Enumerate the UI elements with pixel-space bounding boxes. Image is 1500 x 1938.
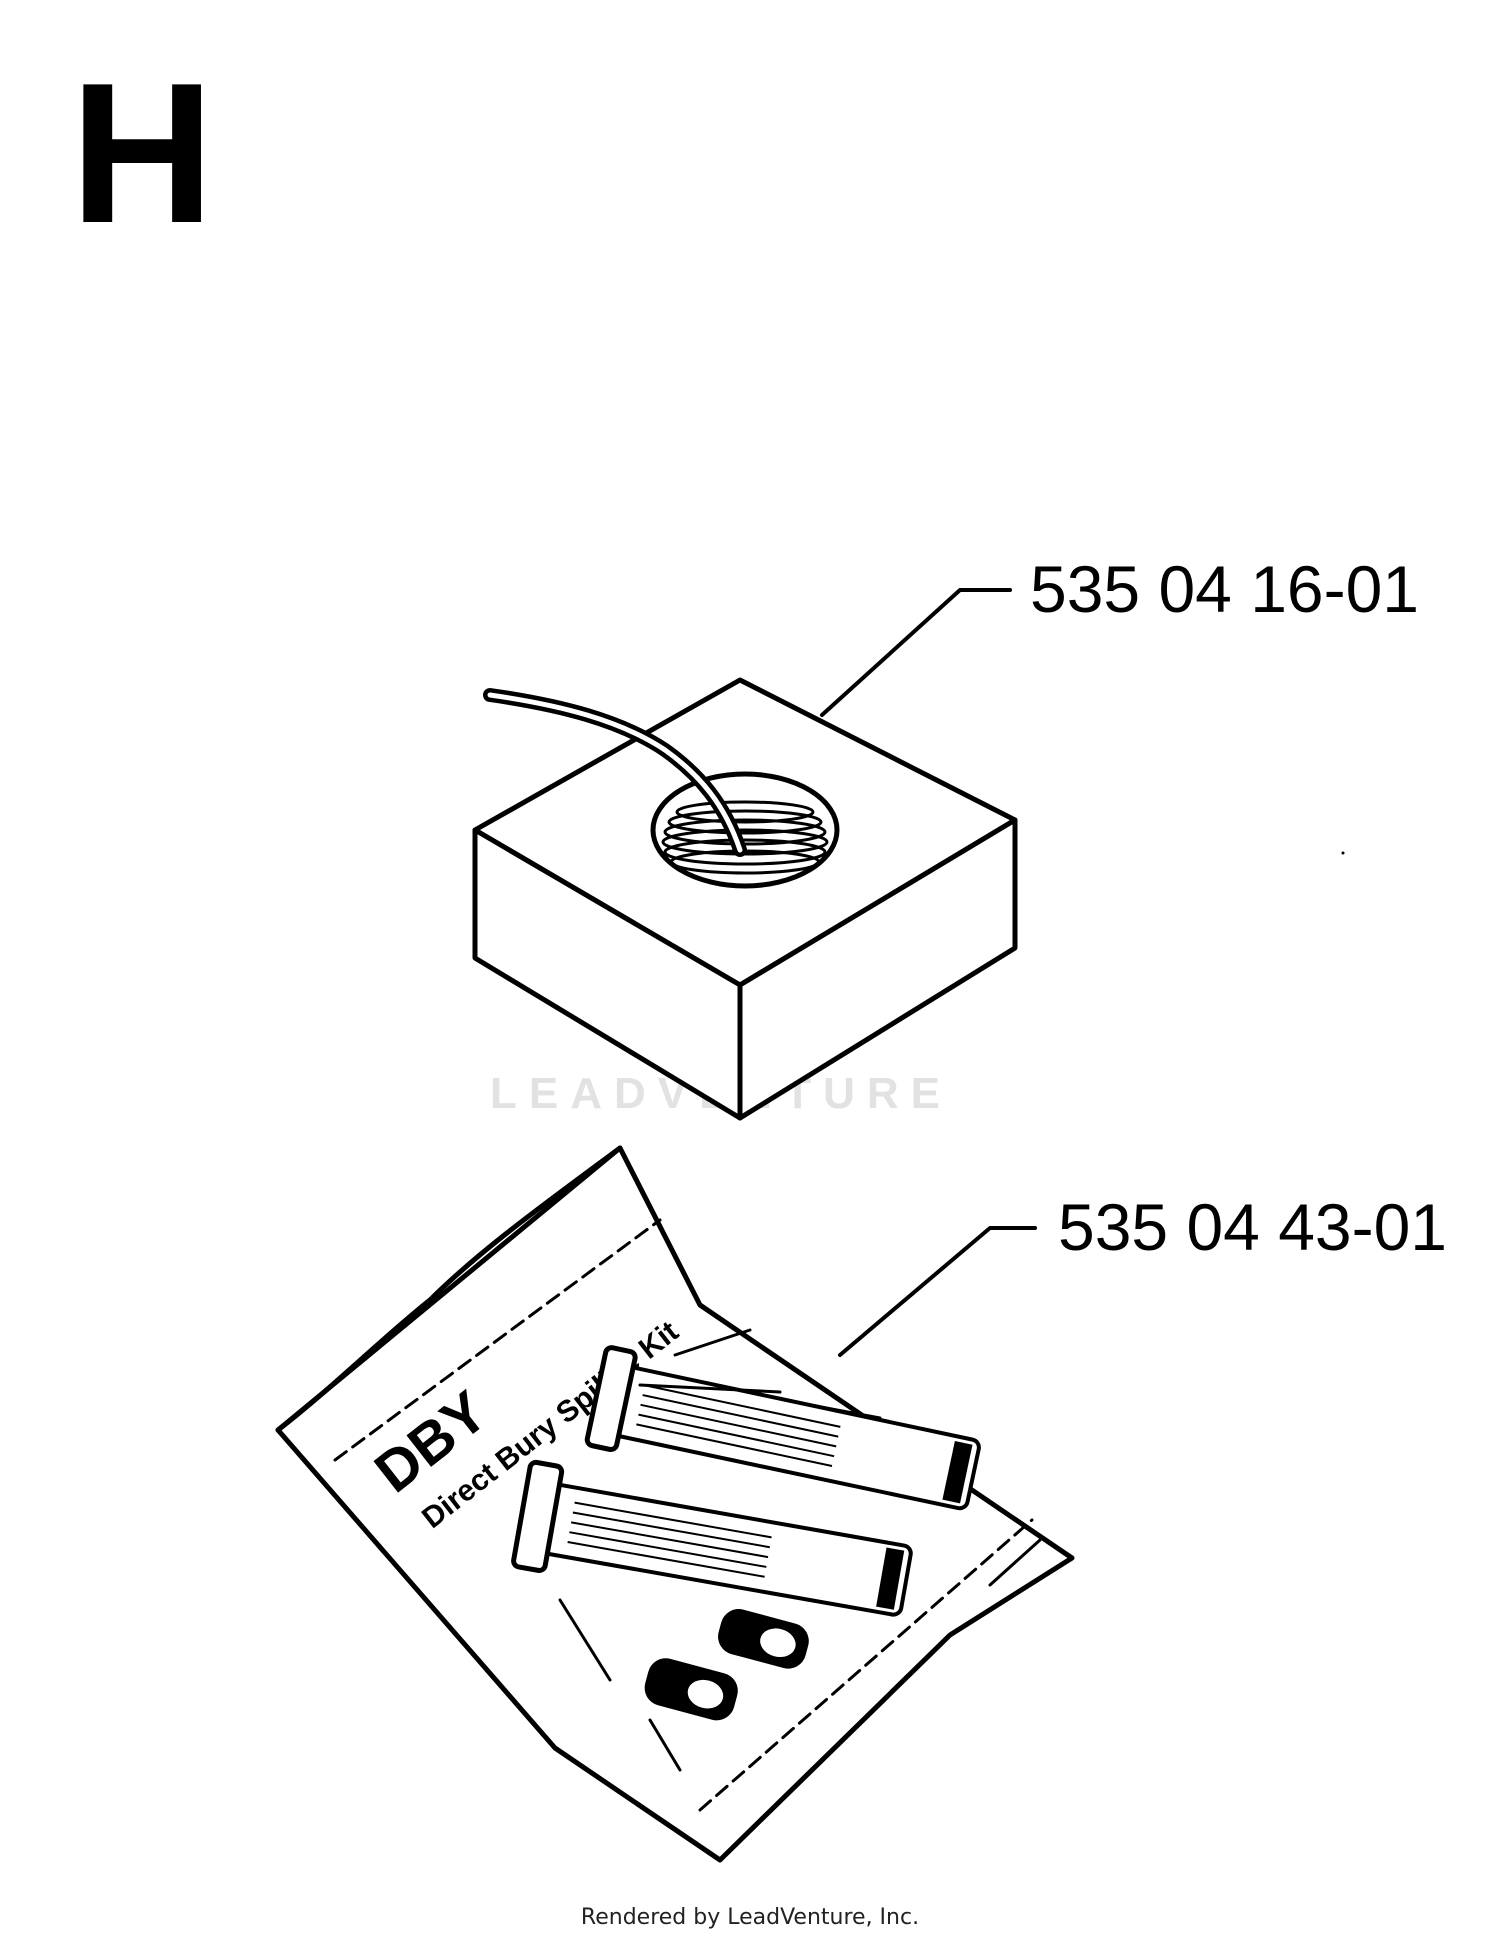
stray-dot <box>1341 851 1345 855</box>
leader-line-part-2 <box>838 1226 1037 1357</box>
bag-seal-bottom <box>698 1518 1034 1812</box>
footer-credit: Rendered by LeadVenture, Inc. <box>581 1905 919 1930</box>
wire-spool-box <box>472 677 1018 1121</box>
wire-nut-1 <box>718 1609 809 1669</box>
splice-connector-lower <box>511 1459 913 1617</box>
bag-seal-top <box>333 1218 662 1462</box>
part-number-1: 535 04 16-01 <box>1030 552 1419 626</box>
bag-glare <box>558 1328 1042 1772</box>
wire-nut-2 <box>644 1658 738 1721</box>
splice-connector-upper <box>584 1345 981 1511</box>
section-letter: H <box>70 42 214 265</box>
leader-line-part-1 <box>820 588 1012 717</box>
splice-kit-bag: DBY Direct Bury Spilice Kit <box>275 1145 1075 1863</box>
part-number-2: 535 04 43-01 <box>1058 1190 1447 1264</box>
